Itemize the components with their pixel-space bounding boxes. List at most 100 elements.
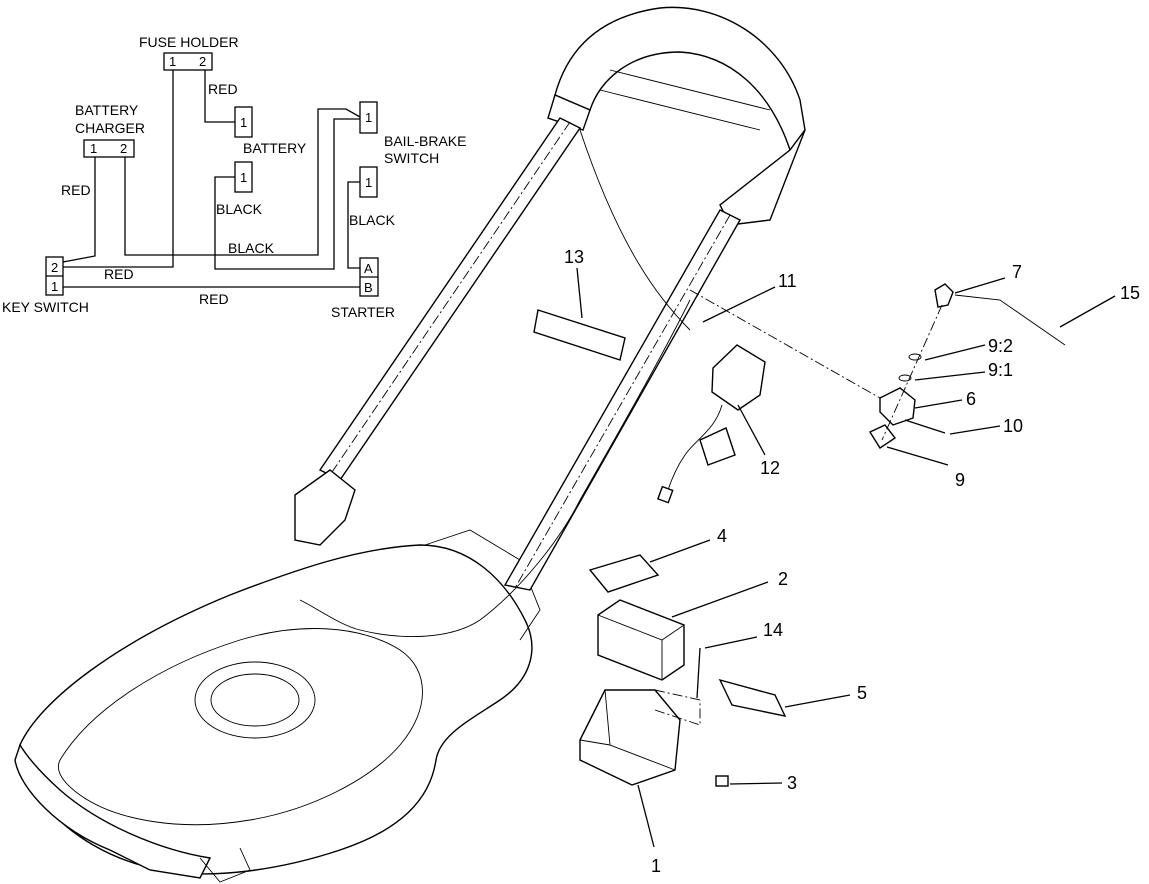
callout-5: 5: [857, 683, 867, 703]
starter-label: STARTER: [331, 304, 395, 320]
callout-9-1: 9:1: [988, 360, 1013, 380]
black-terminal: 1: [234, 161, 253, 193]
tray-leader-lines: [654, 689, 701, 726]
wiring-schematic: FUSE HOLDER 1 2 BATTERY CHARGER 1 2 1 BA…: [2, 34, 466, 320]
starter-lead-terminal: 1: [359, 166, 378, 198]
callout-15: 15: [1120, 283, 1140, 303]
deck-shell: [18, 544, 533, 875]
charger-cord: [667, 404, 723, 491]
handle-right-grip: [719, 129, 806, 226]
bolt-10: [904, 419, 946, 434]
battery-charger-pin-1: 1: [90, 141, 97, 156]
battery-tray: [579, 647, 787, 787]
callout-10: 10: [1003, 416, 1023, 436]
fuse-holder-label: FUSE HOLDER: [139, 34, 239, 50]
battery-pack: [588, 554, 685, 681]
key-switch-assembly: [689, 283, 1066, 449]
callout-9: 9: [955, 470, 965, 490]
battery-body: [597, 599, 685, 681]
wire-label-black-battery: BLACK: [216, 201, 263, 217]
battery-terminal: 1 BATTERY: [234, 106, 307, 156]
leader-4: [649, 539, 711, 563]
mower-assembly: [14, 6, 1066, 883]
battery-charger-box: [83, 139, 135, 158]
switch-housing-6: [879, 387, 916, 426]
charger-tag: [699, 427, 736, 466]
callout-6: 6: [966, 389, 976, 409]
mower-deck: [14, 529, 541, 883]
battery-label: BATTERY: [243, 140, 307, 156]
battery-charger-part: [657, 344, 766, 504]
handle-top-bar: [554, 6, 806, 152]
bail-brake-switch-label-2: SWITCH: [384, 150, 439, 166]
leader-7: [954, 277, 1006, 294]
key-switch-pin-2: 2: [51, 260, 58, 275]
black-terminal-pin: 1: [240, 170, 247, 185]
callout-9-2: 9:2: [988, 336, 1013, 356]
nut-9: [868, 424, 897, 449]
clip-3: [715, 775, 729, 787]
callout-11: 11: [778, 271, 797, 291]
fuse-holder-pin-1: 1: [169, 54, 176, 69]
leader-15: [1059, 295, 1116, 328]
battery-terminal-pin: 1: [240, 115, 247, 130]
battery-charger: BATTERY CHARGER 1 2: [75, 102, 145, 158]
deck-front-lip: [199, 847, 251, 883]
washer-9-1: [898, 374, 912, 382]
deck-motor-ring: [194, 661, 316, 739]
wire-label-red-battery: RED: [208, 81, 238, 97]
wire-label-red-key-bottom: RED: [199, 291, 229, 307]
fuse-holder: FUSE HOLDER 1 2: [139, 34, 239, 71]
key-tether-15: [954, 294, 1066, 346]
leader-6: [914, 399, 963, 409]
handle-left-bracket: [294, 469, 356, 546]
bail-brake-switch-label-1: BAIL-BRAKE: [384, 133, 466, 149]
callout-4: 4: [717, 526, 727, 546]
leader-14: [704, 636, 758, 649]
leader-9-1: [914, 371, 986, 381]
handle-cable: [579, 129, 691, 331]
starter-pin-a: A: [364, 261, 373, 276]
label-decal-4: [588, 554, 660, 593]
wires: [62, 70, 361, 288]
wire-label-red-charger: RED: [61, 182, 91, 198]
battery-charger-label-2: CHARGER: [75, 120, 145, 136]
starter-lead-terminal-pin: 1: [365, 175, 372, 190]
leader-5: [784, 694, 851, 708]
deck-inner-rim: [58, 628, 423, 826]
battery-charger-label-1: BATTERY: [75, 102, 139, 118]
bail-brake-switch: 1 BAIL-BRAKE SWITCH: [359, 101, 466, 166]
key-switch: 2 1 KEY SWITCH: [2, 256, 89, 315]
wire-terminal-to-starter: [347, 181, 360, 269]
fuse-holder-pin-2: 2: [199, 54, 206, 69]
wire-charger-to-key-switch: [62, 157, 96, 263]
wire-fuse-to-battery: [204, 70, 235, 123]
screw-14: [696, 647, 701, 699]
fuse-holder-box: [163, 52, 213, 71]
leader-12: [737, 404, 766, 456]
wire-label-red-key-top: RED: [104, 266, 134, 282]
leader-10: [949, 425, 1001, 435]
callout-12: 12: [760, 458, 780, 478]
bail-brake-switch-box: [359, 101, 378, 134]
leader-3: [729, 782, 783, 785]
leader-1: [637, 784, 655, 848]
wire-black-to-bail-brake: [214, 118, 360, 270]
battery-charger-pin-2: 2: [120, 141, 127, 156]
key-7: [934, 283, 954, 308]
wire-label-black-middle: BLACK: [228, 240, 275, 256]
deck-front-bumper: [14, 743, 212, 879]
handle-left-centerline: [329, 121, 571, 476]
callout-leaders: [576, 267, 1116, 848]
washer-9-2: [908, 353, 922, 361]
handle-crossbar: [599, 69, 771, 131]
callout-2: 2: [778, 569, 788, 589]
leader-11: [702, 286, 776, 323]
handle-right-tube: [503, 209, 741, 591]
callout-numbers: 13 11 12 7 15 9:2 9:1 6 10 9 4 2 14 5 3 …: [564, 247, 1140, 876]
wire-labels: RED RED BLACK BLACK BLACK RED RED: [61, 81, 396, 307]
callout-1: 1: [651, 856, 661, 876]
switch-centerline: [689, 289, 881, 399]
